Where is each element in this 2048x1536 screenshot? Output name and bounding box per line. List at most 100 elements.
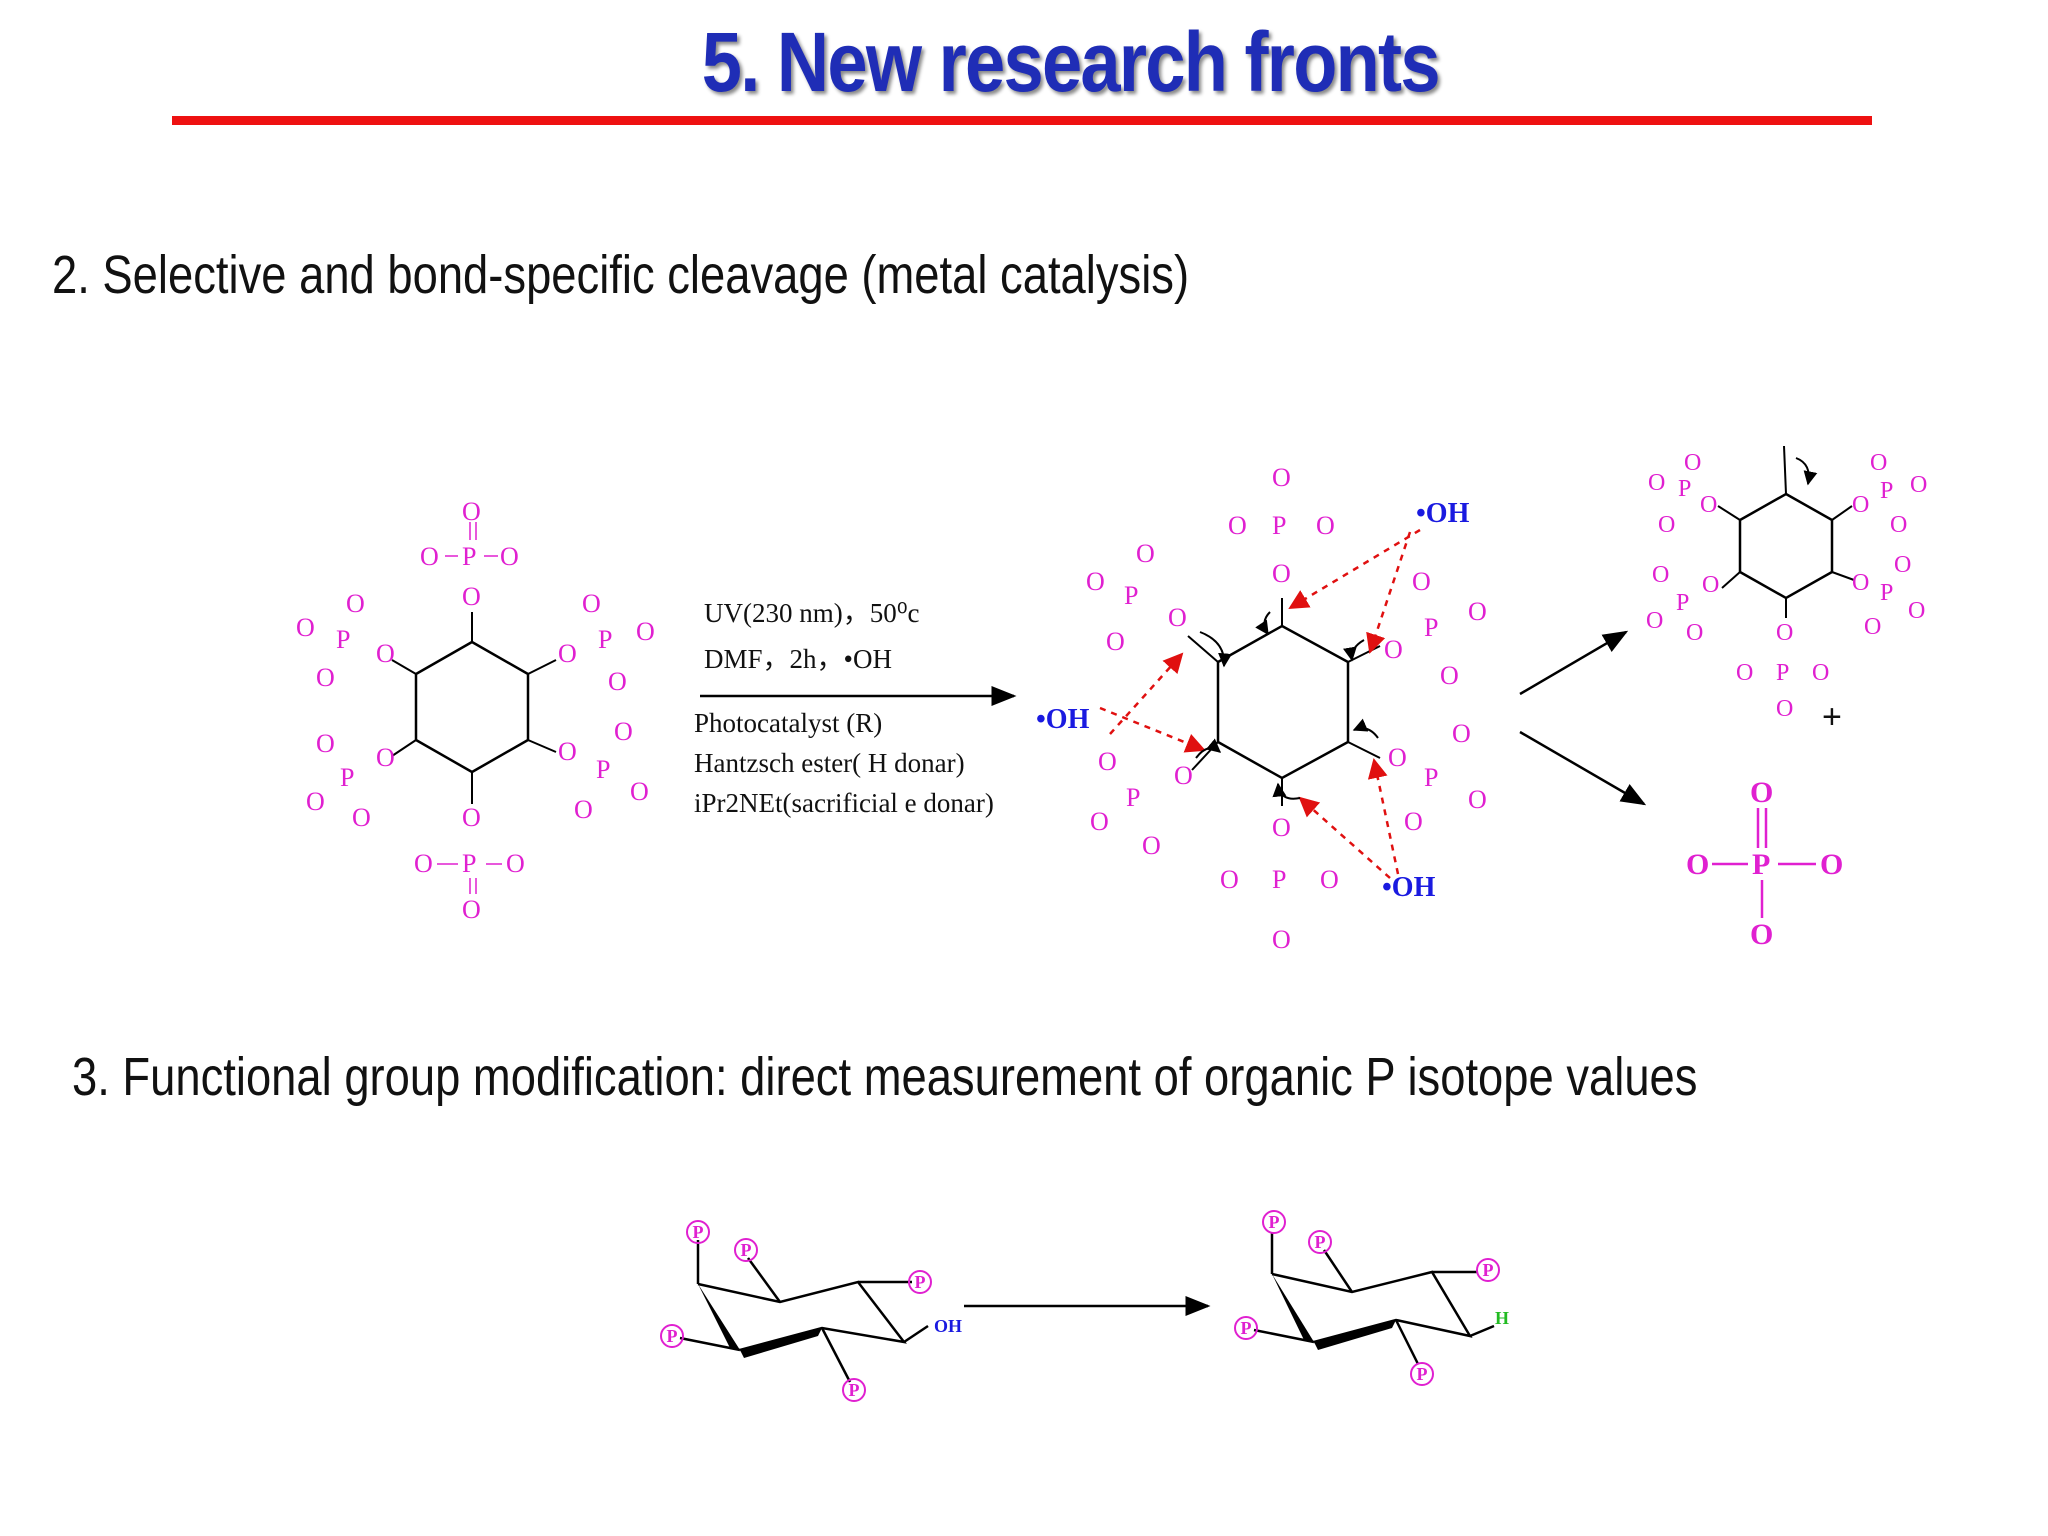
chair-reactant-labels: P P P P P OH (660, 1220, 962, 1402)
condition-line-1: UV(230 nm)，50⁰c (704, 598, 920, 628)
svg-text:O: O (1686, 848, 1709, 881)
svg-text:O: O (1388, 743, 1407, 772)
svg-text:O: O (346, 589, 365, 618)
page-title: 5. New research fronts (701, 15, 1441, 109)
svg-text:O: O (316, 663, 335, 692)
radical-attack-arrows (1099, 528, 1421, 879)
svg-text:O: O (462, 582, 481, 611)
svg-text:O: O (1142, 831, 1161, 860)
svg-text:O: O (582, 589, 601, 618)
svg-text:P: P (598, 625, 612, 654)
condition-line-5: iPr2NEt(sacrificial e donar) (694, 788, 994, 818)
svg-text:O: O (1090, 807, 1109, 836)
svg-text:O: O (558, 737, 577, 766)
svg-text:O: O (1908, 598, 1925, 624)
svg-text:O: O (1864, 614, 1881, 640)
phosphate-badge: P (1483, 1260, 1494, 1280)
svg-text:O: O (1106, 627, 1125, 656)
phosphate-badge: P (667, 1326, 678, 1346)
svg-text:O: O (462, 497, 481, 526)
svg-text:O: O (414, 849, 433, 878)
svg-text:O: O (614, 717, 633, 746)
svg-text:P: P (1424, 763, 1438, 792)
svg-text:O: O (1894, 552, 1911, 578)
phosphate-badge: P (1417, 1364, 1428, 1384)
svg-text:O: O (1702, 572, 1719, 598)
svg-text:O: O (1320, 865, 1339, 894)
svg-text:O: O (1890, 512, 1907, 538)
svg-text:O: O (1404, 807, 1423, 836)
chair-reactant (679, 1240, 929, 1383)
svg-text:O: O (1272, 925, 1291, 954)
svg-text:O: O (1750, 918, 1773, 951)
svg-text:O: O (1852, 492, 1869, 518)
section-3-heading: 3. Functional group modification: direct… (72, 1047, 1698, 1107)
svg-text:O: O (1440, 661, 1459, 690)
condition-line-3: Photocatalyst (R) (694, 708, 882, 738)
svg-text:O: O (1136, 539, 1155, 568)
svg-text:O: O (1910, 472, 1927, 498)
chair-product (1253, 1232, 1495, 1365)
svg-text:O: O (1776, 620, 1793, 646)
title-underline (172, 116, 1872, 125)
svg-text:O: O (558, 639, 577, 668)
svg-text:O: O (1700, 492, 1717, 518)
phosphate-badge: P (693, 1222, 704, 1242)
hydrogen-label: H (1495, 1308, 1509, 1328)
svg-text:O: O (608, 667, 627, 696)
svg-text:O: O (1852, 570, 1869, 596)
hydroxyl-label: OH (934, 1316, 962, 1336)
svg-text:P: P (1776, 660, 1789, 686)
svg-text:O: O (1736, 660, 1753, 686)
svg-text:P: P (1676, 590, 1689, 616)
section-2-heading: 2. Selective and bond-specific cleavage … (52, 245, 1190, 305)
svg-text:P: P (340, 763, 354, 792)
hydroxyl-radical-label: •OH (1416, 498, 1470, 529)
phosphate-badge: P (741, 1240, 752, 1260)
svg-text:O: O (1658, 512, 1675, 538)
hydroxyl-radical-label: •OH (1036, 704, 1090, 735)
svg-text:O: O (500, 542, 519, 571)
svg-text:O: O (376, 743, 395, 772)
svg-text:O: O (1870, 450, 1887, 476)
svg-text:O: O (1098, 747, 1117, 776)
svg-text:P: P (1272, 865, 1286, 894)
svg-text:P: P (1678, 476, 1691, 502)
svg-text:P: P (596, 755, 610, 784)
svg-text:O: O (1646, 608, 1663, 634)
svg-text:O: O (1384, 635, 1403, 664)
svg-text:P: P (1126, 783, 1140, 812)
svg-text:P: P (1424, 613, 1438, 642)
svg-text:O: O (1228, 511, 1247, 540)
svg-text:O: O (1468, 785, 1487, 814)
svg-text:P: P (1124, 581, 1138, 610)
svg-text:O: O (352, 803, 371, 832)
phosphate-badge: P (1269, 1212, 1280, 1232)
svg-text:O: O (1412, 567, 1431, 596)
svg-text:O: O (1452, 719, 1471, 748)
svg-text:O: O (1776, 696, 1793, 722)
svg-text:O: O (376, 639, 395, 668)
svg-text:O: O (1820, 848, 1843, 881)
svg-text:O: O (1686, 620, 1703, 646)
svg-text:O: O (420, 542, 439, 571)
svg-text:O: O (316, 729, 335, 758)
svg-text:P: P (462, 542, 476, 571)
svg-text:O: O (1652, 562, 1669, 588)
svg-text:O: O (1272, 559, 1291, 588)
svg-text:P: P (1880, 478, 1893, 504)
svg-text:O: O (296, 613, 315, 642)
svg-text:P: P (462, 849, 476, 878)
svg-text:P: P (336, 625, 350, 654)
svg-text:O: O (1750, 776, 1773, 809)
svg-text:O: O (1812, 660, 1829, 686)
svg-text:O: O (1220, 865, 1239, 894)
svg-text:O: O (462, 803, 481, 832)
plus-sign: + (1822, 698, 1842, 736)
svg-text:O: O (1316, 511, 1335, 540)
